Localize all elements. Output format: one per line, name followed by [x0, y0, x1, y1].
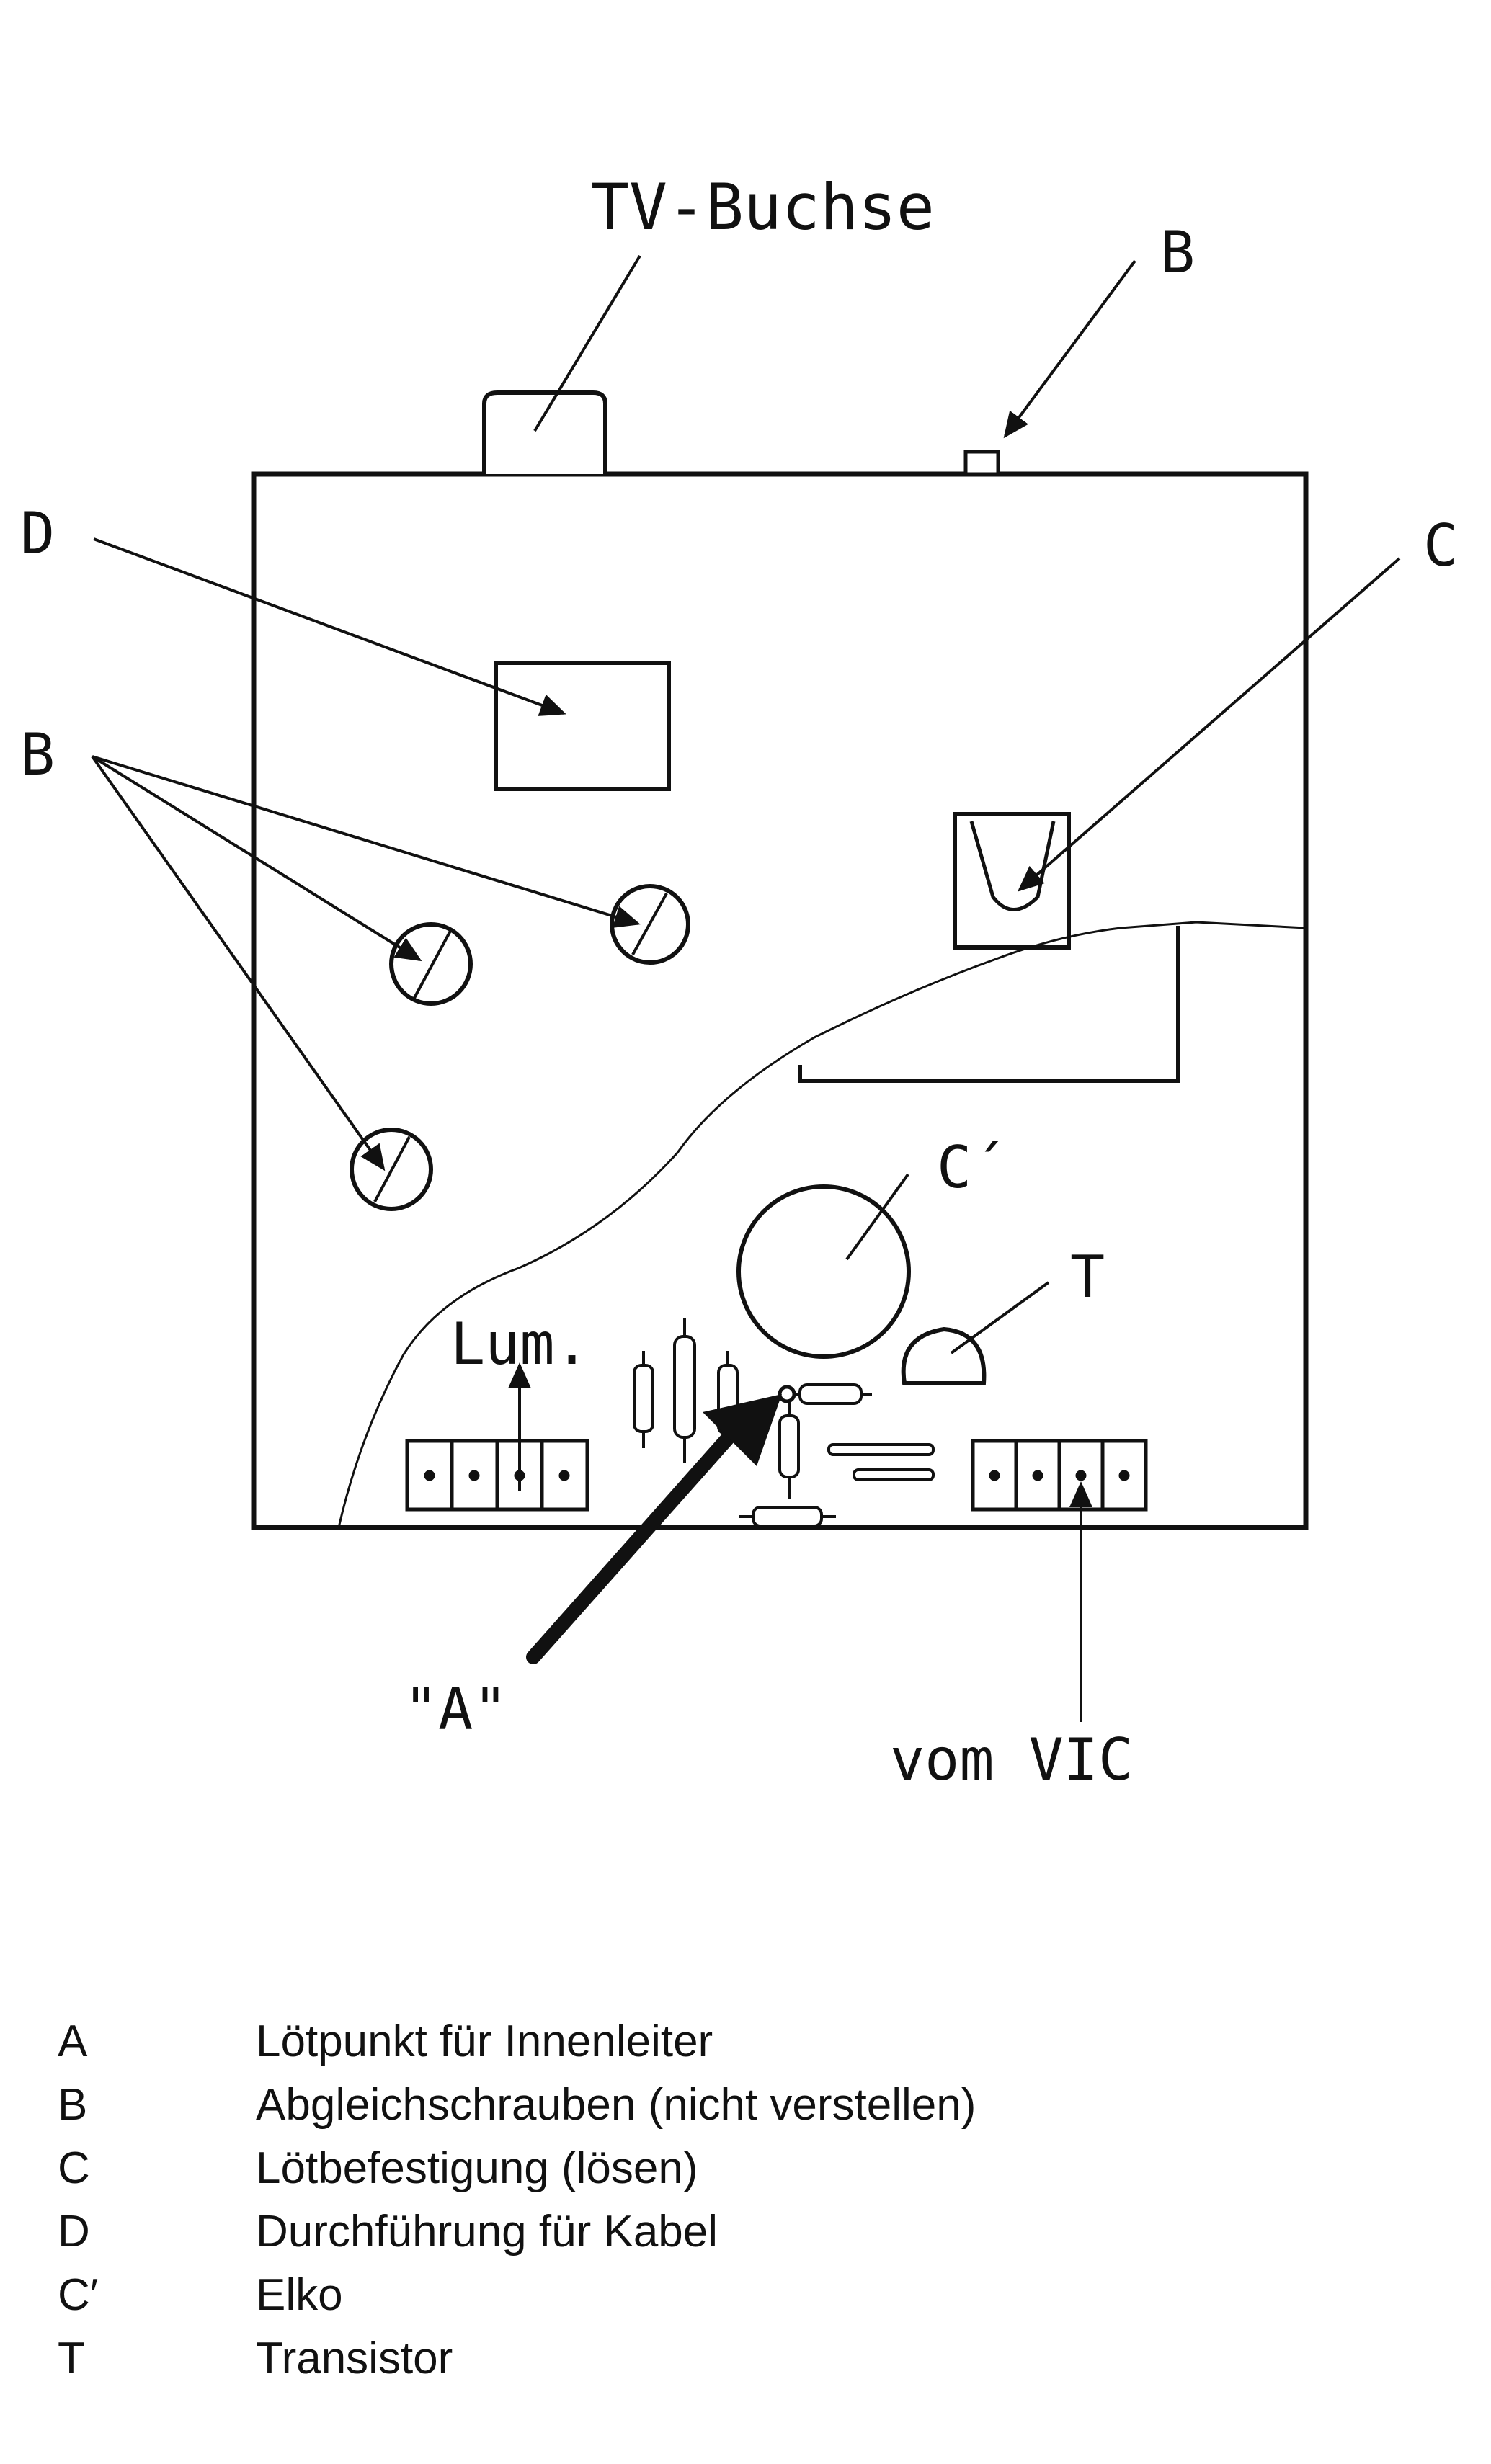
label-d: D [20, 500, 55, 567]
t-pointer [950, 1281, 1050, 1354]
legend-row: C′ Elko [58, 2264, 976, 2327]
b-pointer-2 [92, 755, 641, 928]
label-tv-buchse: TV-Buchse [591, 170, 935, 244]
legend-key: C′ [58, 2270, 99, 2320]
connector-vic [971, 1439, 1148, 1512]
legend-row: B Abgleichschrauben (nicht verstellen) [58, 2074, 976, 2137]
resistor [778, 1398, 800, 1499]
solder-cup [969, 821, 1056, 911]
resistor [739, 1506, 836, 1527]
transistor [901, 1326, 987, 1385]
legend-text: Abgleichschrauben (nicht verstellen) [256, 2080, 976, 2130]
c-pointer [1017, 557, 1401, 892]
adjustment-screw [350, 1128, 433, 1211]
label-t: T [1070, 1244, 1105, 1311]
d-pointer [93, 537, 566, 716]
resistor [633, 1351, 654, 1448]
legend-row: D Durchführung für Kabel [58, 2200, 976, 2264]
cutaway-edge [337, 921, 1307, 1528]
legend-text: Elko [256, 2270, 343, 2320]
label-b-top: B [1160, 219, 1195, 286]
flat-component [827, 1443, 935, 1456]
flat-component [853, 1468, 935, 1481]
label-lum: Lum. [450, 1311, 589, 1378]
legend-text: Lötpunkt für Innenleiter [256, 2017, 713, 2066]
b-pointer-1 [91, 755, 422, 962]
c-prime-pointer [845, 1173, 909, 1261]
legend-text: Lötbefestigung (lösen) [256, 2143, 698, 2193]
adjustment-screw [610, 884, 690, 965]
cable-feedthrough [494, 661, 671, 791]
label-b-left: B [20, 721, 55, 788]
a-pointer-head [703, 1394, 782, 1466]
solder-mount [953, 812, 1071, 950]
b-pointer-3 [91, 755, 386, 1171]
label-c-prime: C´ [937, 1134, 1006, 1201]
legend-row: A Lötpunkt für Innenleiter [58, 2010, 976, 2074]
legend-text: Transistor [256, 2334, 453, 2383]
legend-key: B [58, 2080, 88, 2130]
legend-key: A [58, 2017, 88, 2066]
legend-row: C Lötbefestigung (lösen) [58, 2137, 976, 2200]
legend-row: T Transistor [58, 2327, 976, 2391]
top-tab [963, 450, 1000, 476]
resistor [673, 1318, 696, 1463]
legend-text: Durchführung für Kabel [256, 2207, 718, 2257]
electrolytic-capacitor [736, 1184, 911, 1359]
tv-modulator-diagram: TV-Buchse B D C B C´ T [20, 170, 1458, 1793]
inner-shield [798, 926, 1180, 1083]
a-pointer [526, 1423, 742, 1664]
resistor [785, 1383, 872, 1405]
tv-socket [482, 390, 607, 474]
legend: A Lötpunkt für Innenleiter B Abgleichsch… [58, 2010, 976, 2391]
tv-buchse-pointer [533, 254, 641, 432]
connector-lum [405, 1439, 589, 1512]
label-vom-vic: vom VIC [890, 1726, 1133, 1793]
label-a: "A" [404, 1676, 508, 1743]
adjustment-screw [389, 922, 473, 1006]
legend-key: C [58, 2143, 90, 2193]
legend-key: T [58, 2334, 85, 2383]
legend-key: D [58, 2207, 90, 2257]
solder-point-a [778, 1385, 796, 1403]
b-top-pointer [1003, 259, 1136, 439]
label-c: C [1423, 512, 1458, 579]
